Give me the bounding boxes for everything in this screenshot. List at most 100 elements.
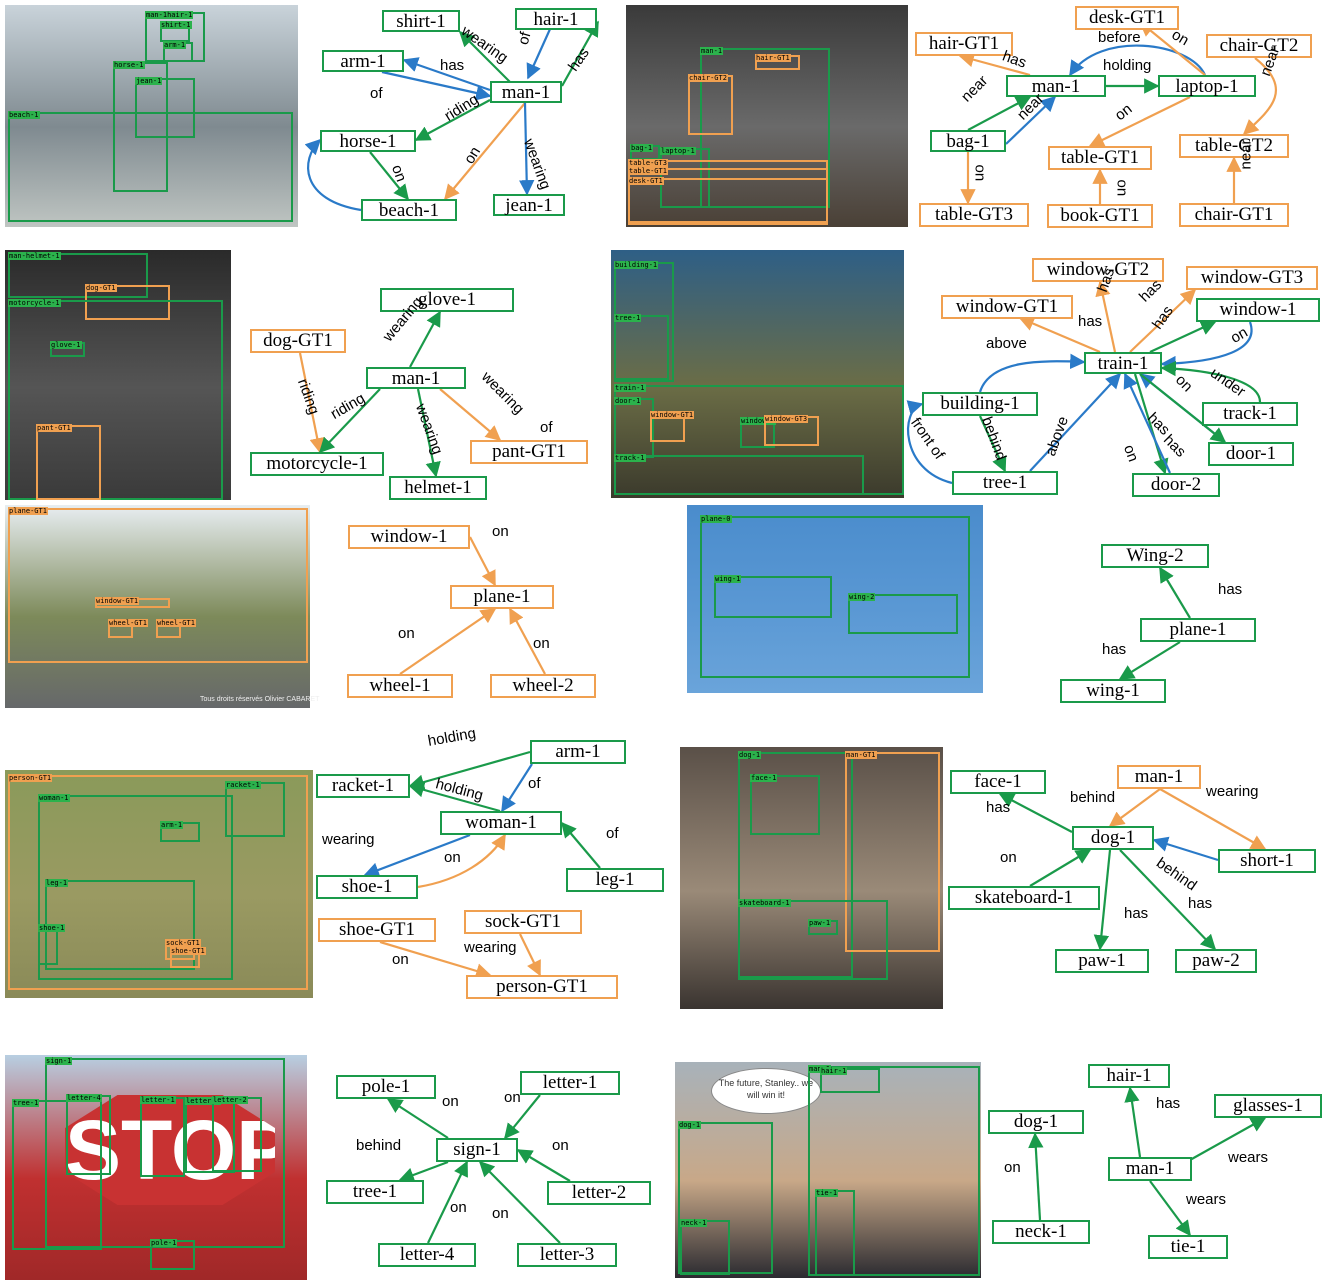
bbox-tag: shoe-1 — [38, 924, 66, 932]
node-p8-dog: dog-1 — [1072, 826, 1154, 850]
bbox-tag: dog-GT1 — [85, 284, 117, 292]
edge-label: of — [528, 775, 541, 792]
node-p8-paw2: paw-2 — [1175, 949, 1257, 973]
edge-p2-5 — [967, 96, 1032, 131]
edge-p2-0 — [958, 52, 1031, 77]
bbox-tag: track-1 — [614, 454, 646, 462]
edge-label: before — [1098, 29, 1141, 46]
bbox-tag: window-1 — [740, 417, 776, 425]
edge-p5-2 — [509, 607, 546, 675]
edge-label: near — [1237, 139, 1255, 170]
bbox-tag: horse-1 — [113, 61, 145, 69]
photo-p3 — [5, 250, 231, 500]
bbox-tag: door-1 — [614, 397, 642, 405]
node-p3-man: man-1 — [366, 367, 466, 389]
bbox-tag: arm-1 — [163, 41, 187, 49]
bbox-p9-0 — [45, 1058, 285, 1248]
edge-p10-1 — [1124, 1086, 1142, 1158]
bbox-tag: man-GT1 — [845, 751, 877, 759]
node-p4-door1: door-1 — [1208, 442, 1294, 466]
edge-label: has — [1188, 895, 1213, 912]
node-p5-wheel2: wheel-2 — [490, 674, 596, 698]
bbox-p4-1 — [614, 315, 669, 380]
edge-p4-11 — [1029, 372, 1122, 472]
bbox-p3-2 — [8, 300, 223, 500]
edge-label: on — [442, 1093, 459, 1110]
node-p9-letter3: letter-3 — [517, 1243, 617, 1267]
edge-p9-3 — [516, 1149, 571, 1182]
edge-label: behind — [356, 1137, 402, 1154]
bbox-p8-2 — [750, 775, 820, 835]
node-p7-sockgt: sock-GT1 — [464, 910, 582, 934]
bbox-tag: beach-1 — [8, 111, 40, 119]
bbox-tag: letter-4 — [66, 1094, 102, 1102]
edge-p8-4 — [1029, 849, 1092, 887]
bbox-tag: motorcycle-1 — [8, 299, 61, 307]
node-p3-moto: motorcycle-1 — [250, 452, 384, 476]
node-p2-desk: desk-GT1 — [1075, 6, 1179, 30]
edge-p5-1 — [399, 608, 497, 675]
bbox-tag: face-1 — [750, 774, 778, 782]
bbox-p3-0 — [8, 253, 148, 298]
edge-label: on — [444, 849, 461, 866]
bbox-tag: desk-GT1 — [628, 177, 664, 185]
bbox-tag: woman-1 — [38, 794, 70, 802]
edge-p1-8 — [518, 102, 535, 196]
edge-p2-2 — [1138, 21, 1206, 76]
edge-label: on — [398, 625, 415, 642]
edge-p9-4 — [427, 1160, 468, 1244]
node-p4-tree: tree-1 — [952, 471, 1058, 495]
bbox-tag: window-GT1 — [95, 597, 140, 605]
edge-p4-5 — [978, 353, 1086, 393]
edge-label: on — [492, 523, 509, 540]
node-p10-glasses: glasses-1 — [1214, 1094, 1322, 1118]
edge-label: on — [533, 635, 550, 652]
bbox-tag: sign-1 — [45, 1057, 73, 1065]
edge-label: on — [504, 1089, 521, 1106]
edge-p1-5 — [414, 99, 491, 141]
edge-label: above — [986, 335, 1027, 352]
bbox-p1-5 — [8, 112, 293, 222]
bbox-p10-1 — [820, 1068, 880, 1093]
edge-p8-5 — [1093, 849, 1112, 951]
bbox-tag: sock-GT1 — [165, 939, 201, 947]
bbox-tag: letter-2 — [212, 1096, 248, 1104]
bbox-tag: hair-1 — [820, 1067, 848, 1075]
edge-p4-0 — [1018, 316, 1101, 354]
node-p7-arm: arm-1 — [530, 740, 626, 764]
edge-label: has — [1102, 641, 1127, 658]
edge-p7-0 — [408, 750, 531, 790]
edge-label: behind — [1070, 789, 1116, 806]
edge-p4-3 — [1149, 320, 1217, 353]
bbox-tag: skateboard-1 — [738, 899, 791, 907]
node-p4-wgt2: window-GT2 — [1032, 258, 1164, 282]
node-p4-w1: window-1 — [1196, 298, 1320, 322]
node-p2-table3: table-GT3 — [919, 203, 1029, 227]
node-p7-shoegt: shoe-GT1 — [318, 918, 436, 942]
node-p10-tie: tie-1 — [1148, 1235, 1228, 1259]
edge-p10-3 — [1149, 1180, 1191, 1237]
bbox-p8-3 — [738, 900, 888, 980]
edge-label: has — [986, 799, 1011, 816]
bbox-tag: paw-1 — [808, 919, 832, 927]
edge-p4-1 — [1095, 280, 1117, 353]
node-p9-sign: sign-1 — [436, 1138, 518, 1162]
bbox-tag: racket-1 — [225, 781, 261, 789]
bbox-p8-1 — [845, 752, 940, 952]
bbox-tag: dog-1 — [678, 1121, 702, 1129]
node-p2-laptop: laptop-1 — [1158, 75, 1256, 97]
edge-label: of — [606, 825, 619, 842]
bbox-tag: plane-GT1 — [8, 507, 48, 515]
bbox-tag: pant-GT1 — [36, 424, 72, 432]
edge-label: of — [540, 419, 553, 436]
edge-label: on — [392, 951, 409, 968]
node-p4-track: track-1 — [1202, 402, 1298, 426]
edge-label: on — [1113, 179, 1131, 197]
node-p4-wgt3: window-GT3 — [1186, 266, 1318, 290]
photo-p8 — [680, 747, 943, 1009]
node-p9-letter2: letter-2 — [547, 1181, 651, 1205]
bbox-tag: man-helmet-1 — [8, 252, 61, 260]
edge-label: has — [1156, 1095, 1181, 1112]
edge-label: on — [492, 1205, 509, 1222]
edge-p1-7 — [444, 102, 526, 201]
